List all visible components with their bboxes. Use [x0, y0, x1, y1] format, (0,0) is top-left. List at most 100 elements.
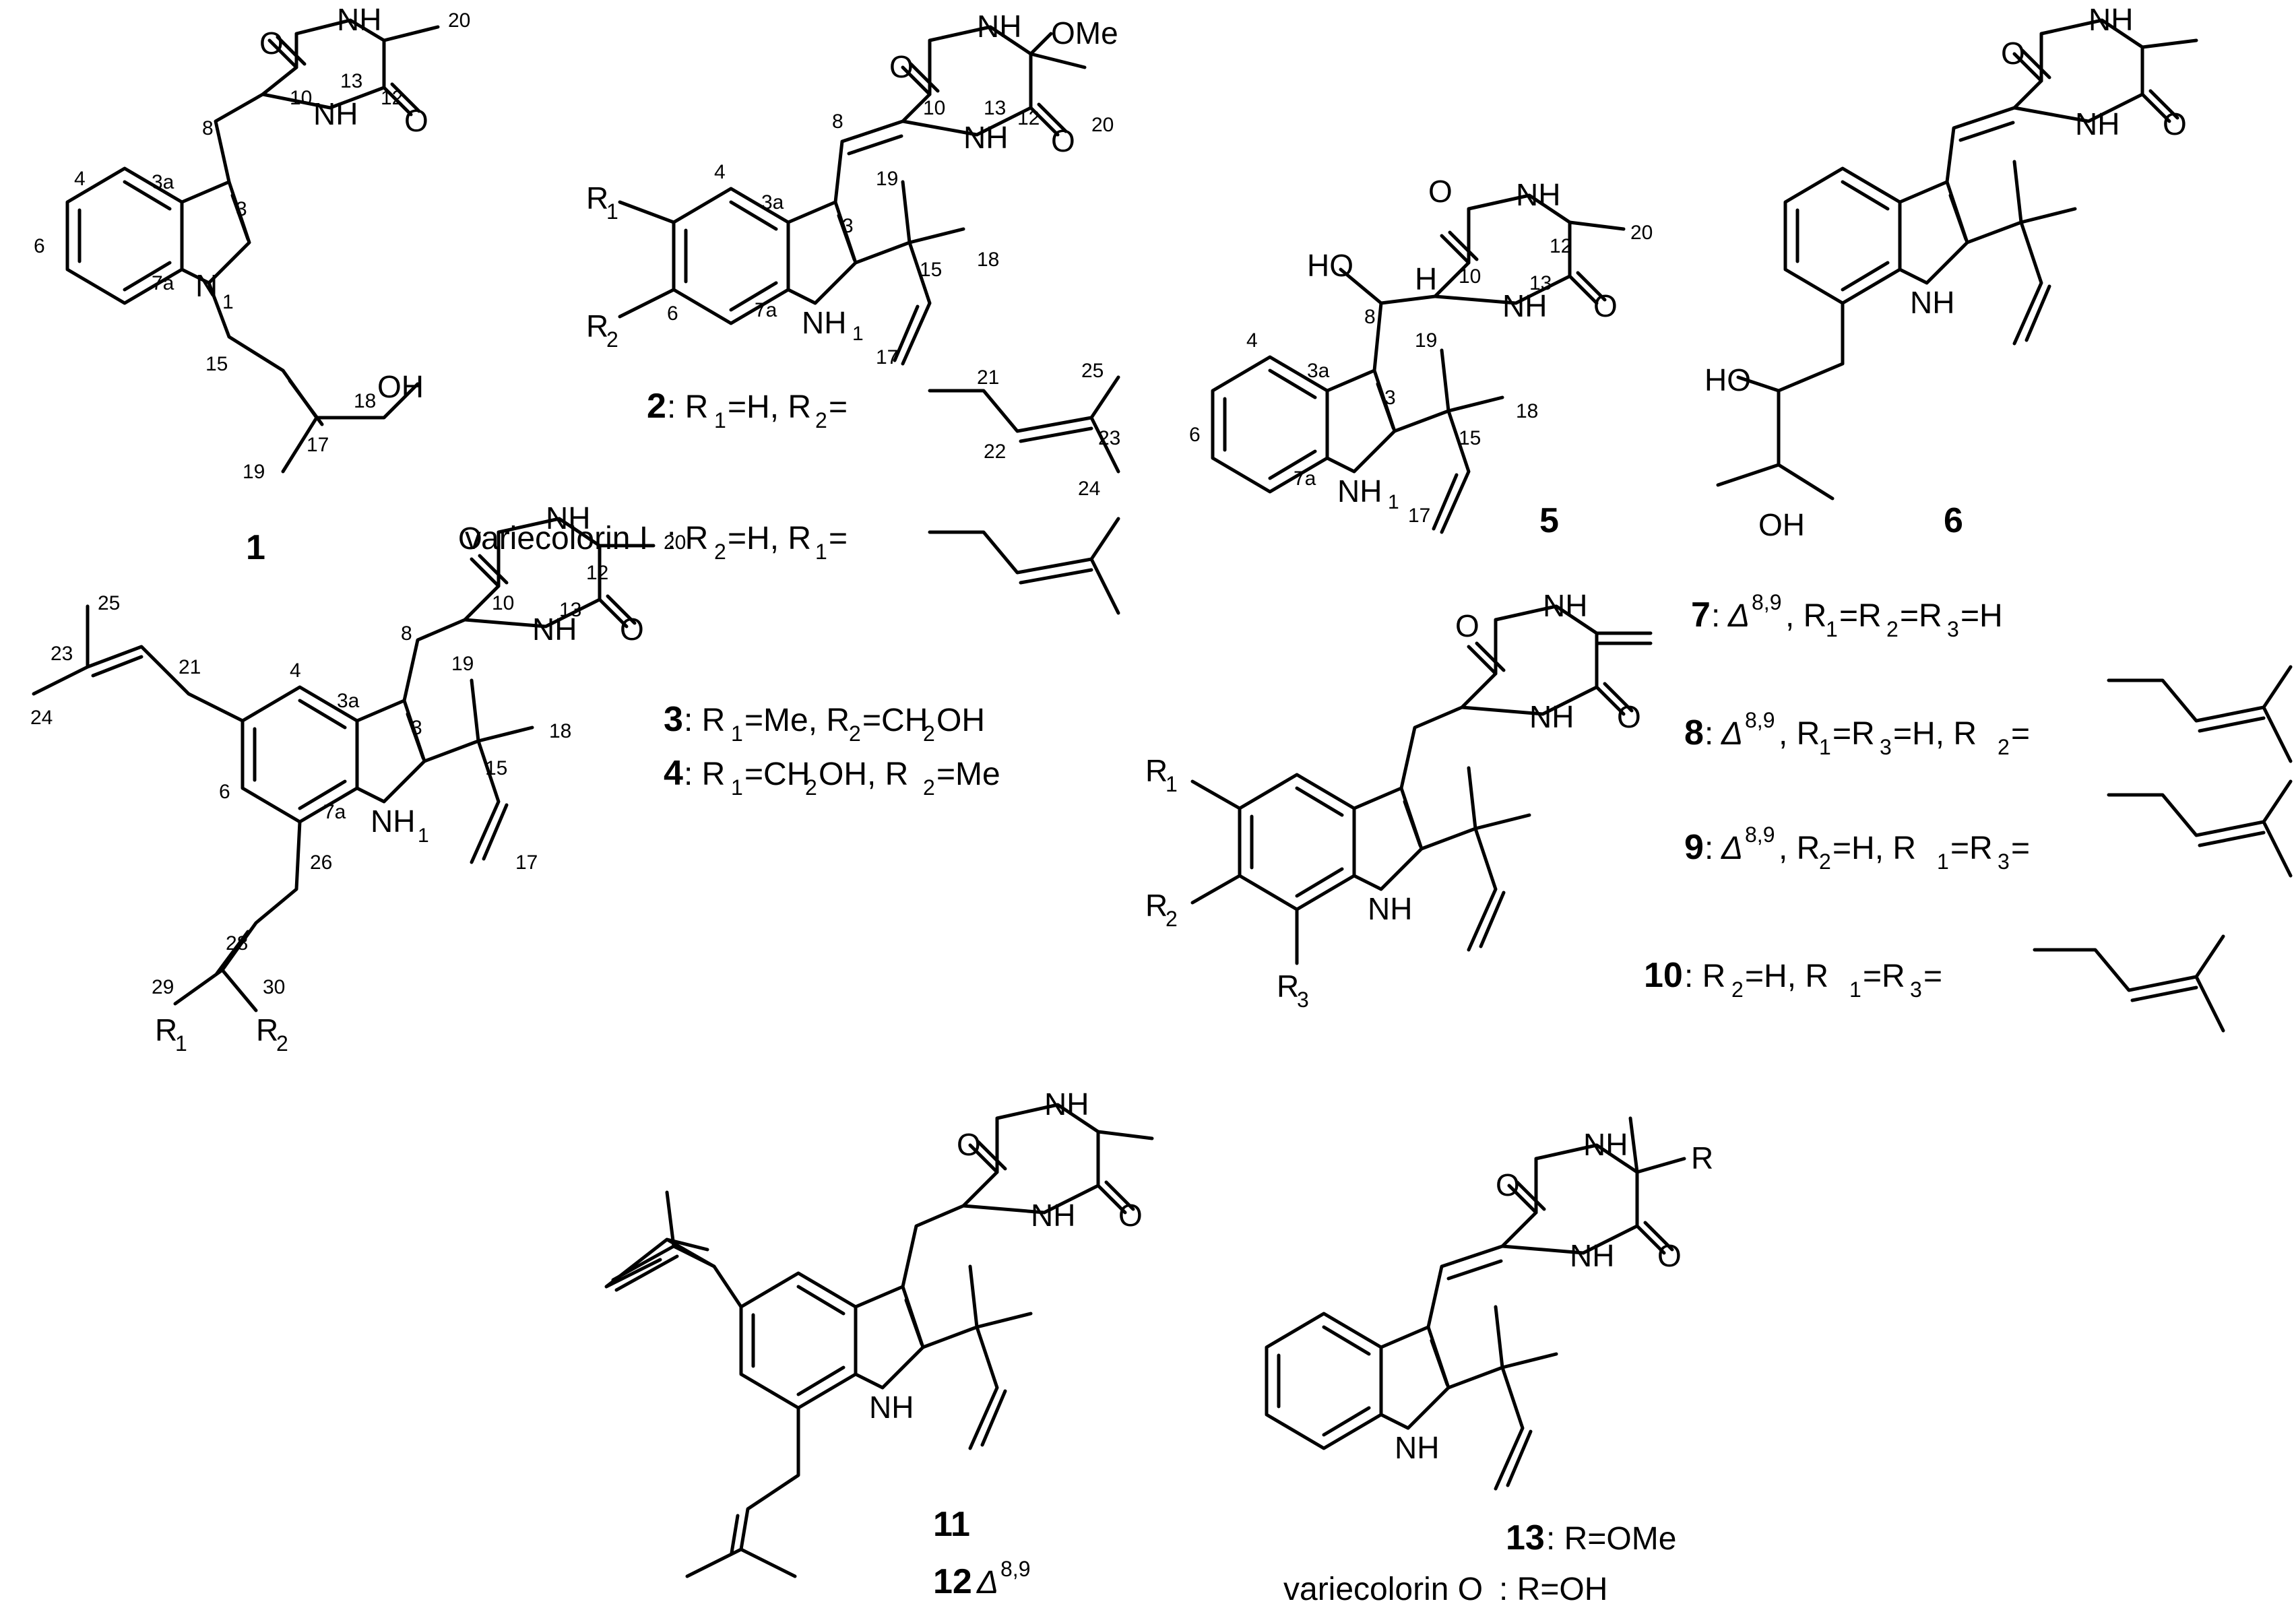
compound-1-num-17: 17: [307, 434, 329, 456]
variecolorin-o-name: variecolorin O: [1283, 1572, 1483, 1607]
compound-3-label: 3: [664, 700, 683, 739]
compound-10-rest-4: =: [1923, 959, 1942, 994]
variecolorin-o-label-group: variecolorin O : R=OH: [1283, 1572, 1607, 1607]
compound-6-hydroxyl-2: OH: [1758, 507, 1805, 542]
compound-1-num-1: 1: [222, 291, 234, 313]
compound-5-oxygen-10: O: [1428, 174, 1453, 209]
compound-7-10-r1: R: [1145, 753, 1168, 788]
compound-5-nh-14: NH: [1502, 288, 1547, 323]
compound-1-num-15: 15: [205, 353, 228, 375]
compound-1-num-3a: 3a: [152, 171, 174, 193]
compound-1-oxygen-10: O: [259, 26, 284, 61]
compound-12-label-group: 12 Δ 8,9: [933, 1557, 1030, 1601]
compound-11-nh-11: NH: [1044, 1087, 1089, 1122]
variecolorin-i-label-1: : R: [667, 521, 708, 556]
compound-4-label-4: =Me: [936, 756, 1000, 792]
compound-3-num-15: 15: [485, 757, 507, 779]
compound-1-num-19: 19: [243, 461, 265, 483]
compound-3-r2-subscript: 2: [276, 1031, 288, 1056]
compound-9-sub-1: 1: [1937, 849, 1949, 874]
compound-2-num-22: 22: [984, 441, 1006, 463]
compound-2-oxygen-10: O: [889, 49, 914, 84]
compound-2-num-3: 3: [842, 215, 854, 237]
compound-9-rest-1: , R: [1779, 831, 1820, 866]
compound-2-label-rest-1: =H, R: [728, 389, 811, 425]
compound-7-10-r3: R: [1277, 969, 1299, 1004]
compound-7-superscript: 8,9: [1752, 590, 1781, 614]
compound-7-10-r3-subscript: 3: [1297, 988, 1309, 1012]
compound-13-structure: [1265, 1116, 1686, 1491]
compound-2-ome: OMe: [1051, 15, 1118, 51]
compound-8-prenyl: [2107, 665, 2293, 763]
compound-2-r2-prenyl: [928, 375, 1120, 474]
compound-7-rest-2: =R: [1839, 598, 1882, 634]
compound-1-nh-14: NH: [313, 96, 358, 131]
compound-3-label-sub-2: 2: [849, 721, 861, 746]
compound-5-label: 5: [1539, 501, 1559, 540]
compound-2-num-18: 18: [977, 249, 999, 271]
compound-12-delta: Δ: [976, 1565, 998, 1601]
variecolorin-i-label-2: =H, R: [728, 521, 811, 556]
compound-3-label-2: =Me, R: [744, 703, 850, 738]
compound-13-oxygen-13: O: [1657, 1238, 1682, 1273]
compound-12-label: 12: [933, 1562, 972, 1601]
compound-7-label-group: 7 : Δ 8,9 , R 1 =R 2 =R 3 =H: [1691, 590, 2003, 641]
compound-2-num-8: 8: [832, 110, 843, 133]
compound-8-delta: Δ: [1721, 716, 1743, 752]
compound-5-num-10: 10: [1459, 265, 1481, 288]
compound-1-num-7a: 7a: [152, 272, 174, 294]
compound-8-label-group: 8 : Δ 8,9 , R 1 =R 3 =H, R 2 =: [1684, 708, 2030, 759]
compound-1-num-12: 12: [381, 87, 403, 109]
variecolorin-i-label: variecolorin I : R 2 =H, R 1 =: [465, 521, 848, 564]
compound-13-label: 13: [1506, 1518, 1545, 1557]
compound-4-label-3: OH, R: [819, 756, 908, 792]
compound-1-label: 1: [246, 528, 265, 567]
variecolorin-i-label-3: =: [829, 521, 848, 556]
compound-2-structure: [618, 25, 1087, 366]
compound-9-rest-3: =R: [1950, 831, 1993, 866]
compound-4-label-2: =CH: [744, 756, 810, 792]
compound-6-structure: [1716, 18, 2198, 501]
compound-1-structure: [65, 18, 440, 474]
compound-2-num-19: 19: [876, 168, 898, 190]
compound-9-sub-3: 3: [1998, 849, 2010, 874]
compound-7-sub-3: 3: [1947, 617, 1959, 641]
compound-8-sub-2: 2: [1998, 735, 2010, 759]
compound-2-r2: R: [586, 309, 608, 344]
compound-13-label-text: : R=OMe: [1546, 1521, 1676, 1557]
compound-2-num-7a: 7a: [755, 299, 777, 321]
compound-1-num-20: 20: [448, 9, 470, 32]
compound-9-prenyl: [2107, 779, 2293, 878]
compound-2-r1: R: [586, 181, 608, 216]
compound-1-num-8: 8: [202, 117, 214, 139]
compound-3-r2: R: [256, 1012, 278, 1047]
compound-2-num-12: 12: [1017, 107, 1040, 129]
compound-8-sub-1: 1: [1819, 735, 1831, 759]
compound-3-substituent-label: 3 : R 1 =Me, R 2 =CH 2 OH: [664, 700, 985, 746]
compound-2-substituent-label: 2 : R 1 =H, R 2 =: [647, 387, 848, 432]
compound-5-num-18: 18: [1516, 400, 1538, 422]
compound-10-label: 10: [1644, 956, 1683, 995]
compound-4-label-sub-3: 2: [923, 775, 935, 800]
compound-3-num-30: 30: [263, 976, 285, 998]
compound-3-label-4: OH: [936, 703, 985, 738]
compound-5-num-15: 15: [1459, 427, 1481, 449]
compound-2-num-13: 13: [984, 97, 1006, 119]
compound-3-num-1: 1: [418, 825, 429, 847]
compound-3-r1-subscript: 1: [175, 1031, 187, 1056]
compound-9-rest-2: =H, R: [1832, 831, 1916, 866]
compound-7-rest-4: =H: [1960, 598, 2003, 634]
compound-5-num-13: 13: [1529, 272, 1552, 294]
compound-1-hydroxyl: OH: [377, 369, 424, 404]
compound-3-label-1: : R: [684, 703, 725, 738]
compound-11-oxygen-10: O: [957, 1127, 981, 1162]
compound-4-substituent-label: 4 : R 1 =CH 2 OH, R 2 =Me: [664, 754, 1000, 800]
compound-7-10-oxygen-10: O: [1455, 608, 1479, 643]
compound-8-superscript: 8,9: [1745, 708, 1775, 732]
compound-3-label-3: =CH: [862, 703, 928, 738]
compound-11-12-structure: [604, 1103, 1154, 1578]
compound-2-r1-subscript: 1: [606, 199, 618, 224]
compound-3-num-25: 25: [98, 592, 120, 614]
variecolorin-o-label-text: : R=OH: [1499, 1572, 1607, 1607]
